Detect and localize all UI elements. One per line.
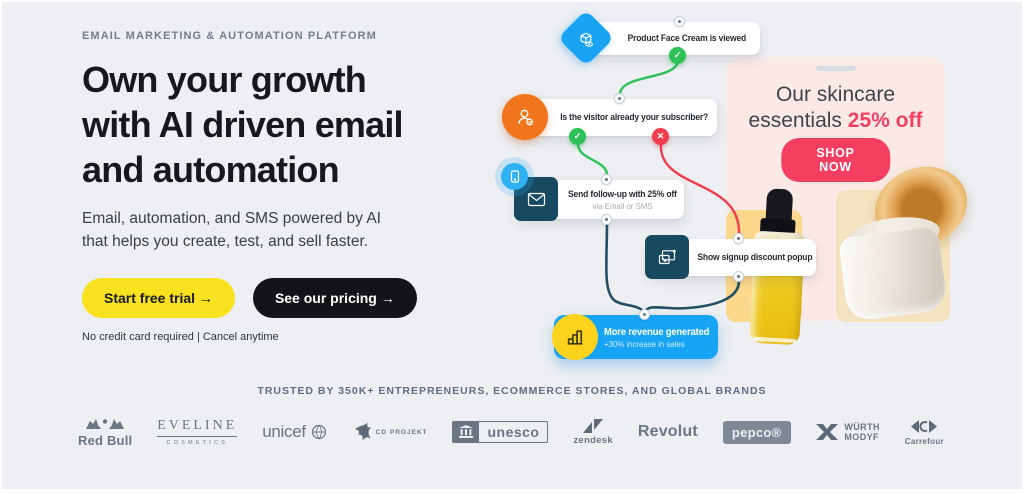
flow-node-revenue-badge[interactable]: More revenue generated +30% increase in … bbox=[552, 309, 718, 360]
connector-dot[interactable] bbox=[674, 16, 685, 27]
cdprojekt-wordmark: CD PROJEKT bbox=[375, 428, 428, 436]
connector-teal-left bbox=[604, 220, 644, 312]
eveline-wordmark: EVELINE bbox=[157, 418, 238, 437]
connector-green-1 bbox=[618, 59, 680, 96]
connector-green-2 bbox=[576, 142, 609, 177]
flow-node-subscriber-question[interactable]: Is the visitor already your subscriber? … bbox=[502, 93, 717, 145]
cta-row: Start free trial → See our pricing → bbox=[82, 278, 502, 318]
logo-unesco: unesco bbox=[452, 421, 549, 443]
phone-handle-bar bbox=[815, 66, 856, 71]
connector-dot[interactable] bbox=[601, 174, 612, 185]
subscriber-icon-badge bbox=[502, 94, 548, 140]
subheading-line-2: that helps you create, test, and sell fa… bbox=[82, 233, 369, 250]
promo-title-line-1: Our skincare bbox=[775, 83, 896, 106]
promo-discount: 25% off bbox=[847, 109, 923, 132]
title-line-3: and automation bbox=[82, 149, 340, 190]
wurth-knot-icon bbox=[816, 424, 839, 440]
hero-section: EMAIL MARKETING & AUTOMATION PLATFORM Ow… bbox=[82, 30, 502, 343]
page-title: Own your growth with AI driven email and… bbox=[82, 57, 502, 192]
x-icon: ✕ bbox=[652, 128, 669, 145]
popup-window-icon bbox=[658, 249, 676, 264]
jar-body bbox=[838, 226, 948, 322]
logo-eveline: EVELINE COSMETICS bbox=[157, 418, 238, 446]
logo-carrefour: Carrefour bbox=[905, 418, 944, 446]
flow-node-label: Show signup discount popup bbox=[697, 252, 813, 263]
logo-cdprojekt: CD PROJEKT bbox=[353, 421, 428, 443]
connector-dot[interactable] bbox=[733, 233, 744, 244]
start-free-trial-button[interactable]: Start free trial → bbox=[82, 278, 235, 318]
logo-revolut: Revolut bbox=[638, 423, 698, 441]
subheading: Email, automation, and SMS powered by AI… bbox=[82, 207, 502, 253]
redbull-wordmark: Red Bull bbox=[78, 432, 133, 448]
trusted-by-caption: TRUSTED BY 350K+ ENTREPRENEURS, ECOMMERC… bbox=[257, 385, 767, 397]
logo-redbull: Red Bull bbox=[78, 417, 132, 448]
brand-logo-row: Red Bull EVELINE COSMETICS unicef CD PRO… bbox=[78, 408, 944, 456]
redbull-bulls-icon bbox=[86, 418, 125, 429]
zendesk-wordmark: zendesk bbox=[573, 434, 613, 446]
cube-eye-icon bbox=[580, 31, 593, 47]
unesco-temple-icon bbox=[453, 422, 480, 442]
shop-now-button[interactable]: SHOP NOW bbox=[780, 138, 891, 182]
check-icon: ✓ bbox=[569, 128, 586, 145]
connector-dot[interactable] bbox=[733, 271, 744, 282]
subheading-line-1: Email, automation, and SMS powered by AI bbox=[82, 210, 381, 227]
wurth-wordmark: WÜRTH MODYF bbox=[844, 422, 880, 442]
person-check-icon bbox=[517, 109, 533, 125]
mobile-tap-icon-badge bbox=[501, 163, 528, 190]
flow-node-sublabel: via Email or SMS bbox=[592, 200, 653, 211]
check-icon: ✓ bbox=[669, 47, 686, 64]
zendesk-mark-icon bbox=[583, 418, 604, 433]
title-line-2: with AI driven email bbox=[82, 104, 404, 145]
title-line-1: Own your growth bbox=[82, 59, 367, 100]
revolut-wordmark: Revolut bbox=[637, 423, 698, 440]
bar-chart-icon bbox=[567, 329, 582, 345]
cream-jar-image bbox=[836, 153, 980, 326]
popup-icon-badge bbox=[645, 235, 689, 279]
envelope-icon bbox=[527, 192, 545, 206]
unesco-wordmark: unesco bbox=[487, 424, 540, 440]
logo-pepco: pepco® bbox=[722, 420, 791, 444]
cta-disclaimer: No credit card required | Cancel anytime bbox=[82, 331, 279, 343]
logo-unicef: unicef bbox=[262, 422, 328, 442]
pepco-wordmark: pepco® bbox=[722, 420, 791, 444]
connector-dot[interactable] bbox=[639, 309, 650, 320]
flow-node-label: Send follow-up with 25% off bbox=[568, 188, 677, 200]
revenue-icon-badge bbox=[552, 314, 598, 360]
flow-node-send-followup[interactable]: Send follow-up with 25% off via Email or… bbox=[501, 163, 684, 225]
connector-dot[interactable] bbox=[614, 93, 625, 104]
logo-wurth-modyf: WÜRTH MODYF bbox=[815, 422, 880, 442]
see-pricing-button[interactable]: See our pricing → bbox=[252, 278, 417, 318]
flow-node-label: Is the visitor already your subscriber? bbox=[560, 112, 709, 123]
connector-dot[interactable] bbox=[601, 214, 612, 225]
promo-title-line-2: essentials bbox=[748, 109, 848, 132]
carrefour-mark-icon bbox=[911, 420, 938, 433]
flow-node-product-viewed[interactable]: Product Face Cream is viewed ✓ bbox=[557, 9, 760, 67]
carrefour-wordmark: Carrefour bbox=[904, 437, 944, 446]
promo-title: Our skincare essentials 25% off bbox=[726, 82, 945, 134]
cdprojekt-bird-icon bbox=[354, 422, 371, 441]
unicef-globe-icon bbox=[311, 424, 326, 440]
revenue-sublabel: +30% increase in sales bbox=[604, 338, 685, 349]
eveline-subtext: COSMETICS bbox=[166, 440, 229, 446]
flow-node-signup-popup[interactable]: Show signup discount popup bbox=[645, 233, 816, 282]
flow-node-label: Product Face Cream is viewed bbox=[627, 33, 747, 44]
eyebrow-text: EMAIL MARKETING & AUTOMATION PLATFORM bbox=[82, 30, 377, 42]
unicef-wordmark: unicef bbox=[262, 422, 306, 441]
product-view-icon-badge bbox=[557, 9, 615, 67]
phone-icon bbox=[510, 170, 519, 183]
revenue-label: More revenue generated bbox=[604, 325, 710, 338]
logo-zendesk: zendesk bbox=[573, 418, 613, 446]
